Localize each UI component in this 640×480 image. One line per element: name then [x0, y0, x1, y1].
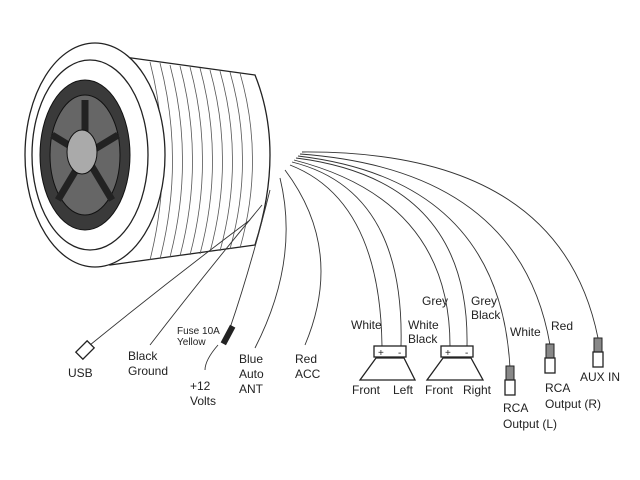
svg-text:-: -: [398, 348, 401, 359]
label-red: Red: [295, 352, 317, 366]
svg-text:-: -: [465, 348, 468, 359]
label-grey-black-2: Black: [471, 308, 501, 322]
label-front-right-2: Right: [463, 383, 492, 397]
label-rca-r-2: Output (R): [545, 397, 601, 411]
wire-grey-black: [295, 157, 468, 347]
label-front-left-1: Front: [352, 383, 381, 397]
label-volts: Volts: [190, 394, 216, 408]
wire-white-fl: [289, 164, 383, 347]
label-grey-black-1: Grey: [471, 294, 497, 308]
wire-blue: [254, 177, 287, 349]
label-grey: Grey: [422, 294, 448, 308]
label-yellow: Yellow: [177, 337, 206, 348]
wire-white-black-fl: [291, 161, 402, 347]
label-ground: Ground: [128, 364, 168, 378]
wire-yellow: [204, 189, 271, 371]
label-rca-r-1: RCA: [545, 381, 570, 395]
svg-text:+: +: [445, 348, 451, 359]
label-aux-in: AUX IN: [580, 370, 620, 384]
rca-right-connector-icon: [544, 343, 556, 374]
wire-aux: [301, 151, 599, 339]
fuse-icon: [220, 324, 236, 346]
wire-usb: [89, 219, 251, 346]
label-usb: USB: [68, 366, 93, 380]
usb-connector-icon: [74, 339, 96, 361]
rca-left-connector-icon: [504, 365, 516, 396]
wire-red: [284, 169, 322, 346]
label-rca-l-2: Output (L): [503, 417, 557, 431]
speaker-front-left-icon: + -: [358, 345, 417, 381]
label-white-rca: White: [510, 325, 541, 339]
svg-text:+: +: [378, 348, 384, 359]
label-front-right-1: Front: [425, 383, 454, 397]
label-white-front-left: White: [351, 318, 382, 332]
label-auto: Auto: [239, 367, 264, 381]
label-black: Black: [128, 349, 158, 363]
label-fuse: Fuse 10A: [177, 326, 220, 337]
wire-grey: [293, 159, 451, 347]
speaker-device: [24, 42, 271, 268]
label-ant: ANT: [239, 382, 264, 396]
label-plus12: +12: [190, 379, 211, 393]
label-white-black-2: Black: [408, 332, 438, 346]
wires: [89, 151, 599, 371]
wire-red-rca: [299, 153, 551, 346]
label-acc: ACC: [295, 367, 321, 381]
label-rca-l-1: RCA: [503, 401, 528, 415]
label-front-left-2: Left: [393, 383, 414, 397]
speaker-front-right-icon: + -: [425, 345, 485, 381]
label-blue: Blue: [239, 352, 263, 366]
aux-in-connector-icon: [592, 337, 604, 368]
label-white-black-1: White: [408, 318, 439, 332]
wire-white-rca: [297, 155, 511, 369]
wire-black-ground: [149, 204, 263, 346]
label-red-rca: Red: [551, 319, 573, 333]
